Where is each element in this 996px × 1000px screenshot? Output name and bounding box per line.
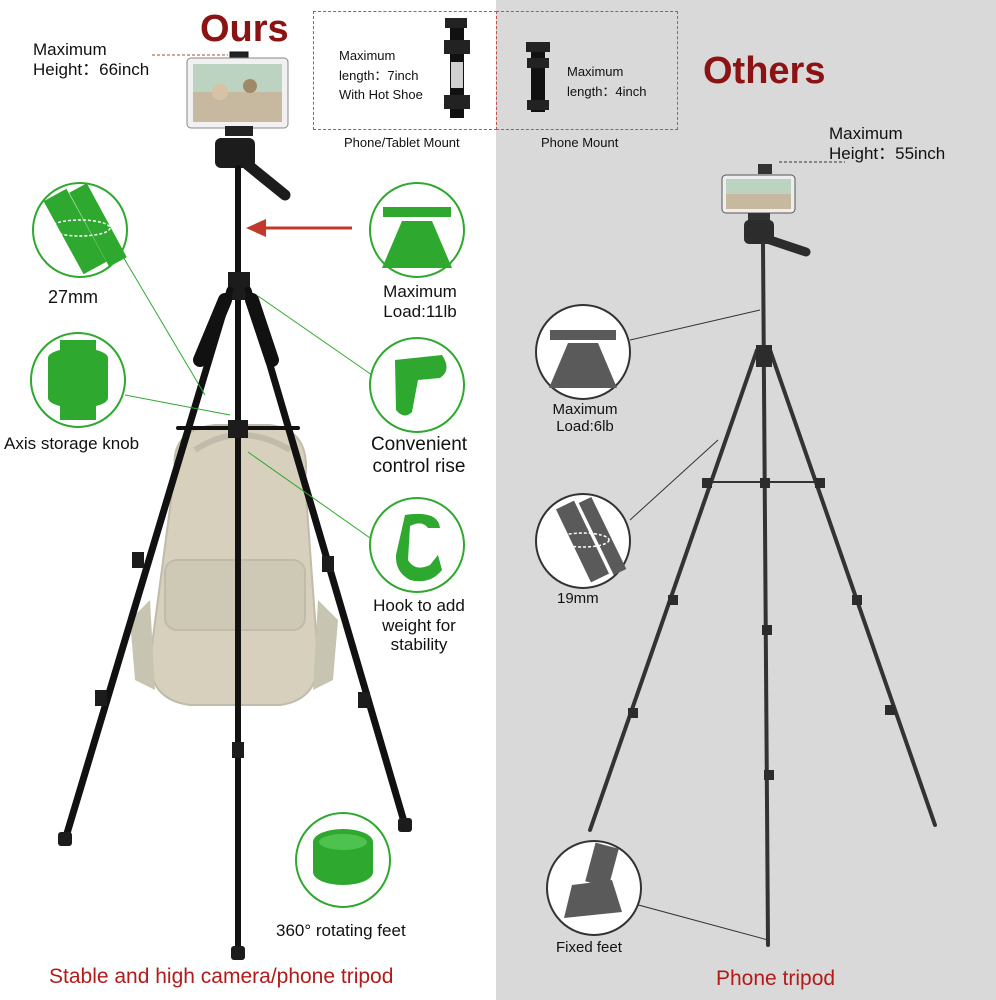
control-rise-line1: Convenient — [370, 434, 468, 455]
control-rise-label: Convenient control rise — [352, 434, 486, 478]
other-tube-19mm-icon — [535, 493, 631, 589]
tablet-mount-spec: Maximum length：7inch With Hot Shoe — [339, 46, 423, 105]
other-max-load-plate-icon — [535, 304, 631, 400]
others-caption: Phone tripod — [716, 967, 836, 990]
hook-label: Hook to add weight for stability — [357, 596, 481, 655]
max-load-line2: Load:11lb — [383, 301, 457, 321]
tablet-mount-image — [444, 18, 470, 118]
max-load-line1: Maximum — [383, 282, 457, 301]
phone-mount-caption: Phone Mount — [541, 135, 619, 150]
weight-hook-icon — [369, 497, 465, 593]
phone-mount-spec-line1: Maximum — [567, 64, 624, 79]
ours-title: Ours — [200, 8, 289, 50]
tablet-mount-spec-line1: Maximum — [339, 48, 396, 63]
ours-caption: Stable and high camera/phone tripod — [49, 965, 394, 988]
red-arrow-icon — [246, 219, 352, 237]
tablet-mount-spec-line2: length：7inch — [339, 67, 419, 83]
tube-27mm-icon — [32, 182, 128, 278]
max-load-plate-icon — [369, 182, 465, 278]
hook-line3: stability — [390, 635, 448, 655]
hook-line1: Hook to add — [373, 596, 465, 615]
control-rise-lever-icon — [369, 337, 465, 433]
tablet-mount-caption: Phone/Tablet Mount — [344, 135, 460, 150]
backpack-image — [130, 424, 338, 706]
callout-lines-ours — [121, 254, 381, 546]
tube-27mm-label: 27mm — [48, 287, 99, 307]
control-rise-line2: control rise — [372, 455, 466, 477]
phone-mount-spec-line2: length：4inch — [567, 83, 647, 99]
phone-mount-image — [526, 42, 550, 112]
phone-mount-box — [496, 11, 678, 130]
others-max-height-line2: Height：55inch — [829, 143, 946, 163]
other-tube-19mm-label: 19mm — [557, 590, 599, 607]
others-max-height-line1: Maximum — [829, 124, 903, 143]
others-title: Others — [703, 50, 826, 92]
other-tripod — [588, 164, 937, 947]
callout-lines-others — [619, 309, 769, 941]
ours-max-height-line2: Height：66inch — [33, 59, 150, 79]
other-max-load-label: Maximum Load:6lb — [535, 401, 635, 436]
our-tripod — [58, 51, 412, 960]
others-max-height-label: Maximum Height：55inch — [829, 124, 945, 163]
other-max-load-line2: Load:6lb — [556, 418, 614, 436]
ours-max-height-line1: Maximum — [33, 40, 107, 59]
ours-max-height-label: Maximum Height：66inch — [33, 40, 149, 79]
fixed-feet-label: Fixed feet — [556, 939, 622, 956]
axis-storage-knob-icon — [30, 332, 126, 428]
other-max-load-line1: Maximum — [552, 401, 618, 418]
rotating-feet-label: 360° rotating feet — [276, 921, 406, 940]
axis-knob-label: Axis storage knob — [4, 434, 140, 453]
fixed-feet-icon — [546, 840, 642, 936]
tablet-mount-spec-line3: With Hot Shoe — [339, 87, 423, 102]
max-load-label: Maximum Load:11lb — [360, 282, 480, 321]
hook-line2: weight for — [382, 615, 456, 635]
rotating-feet-icon — [295, 812, 391, 908]
phone-mount-spec: Maximum length：4inch — [567, 62, 647, 101]
